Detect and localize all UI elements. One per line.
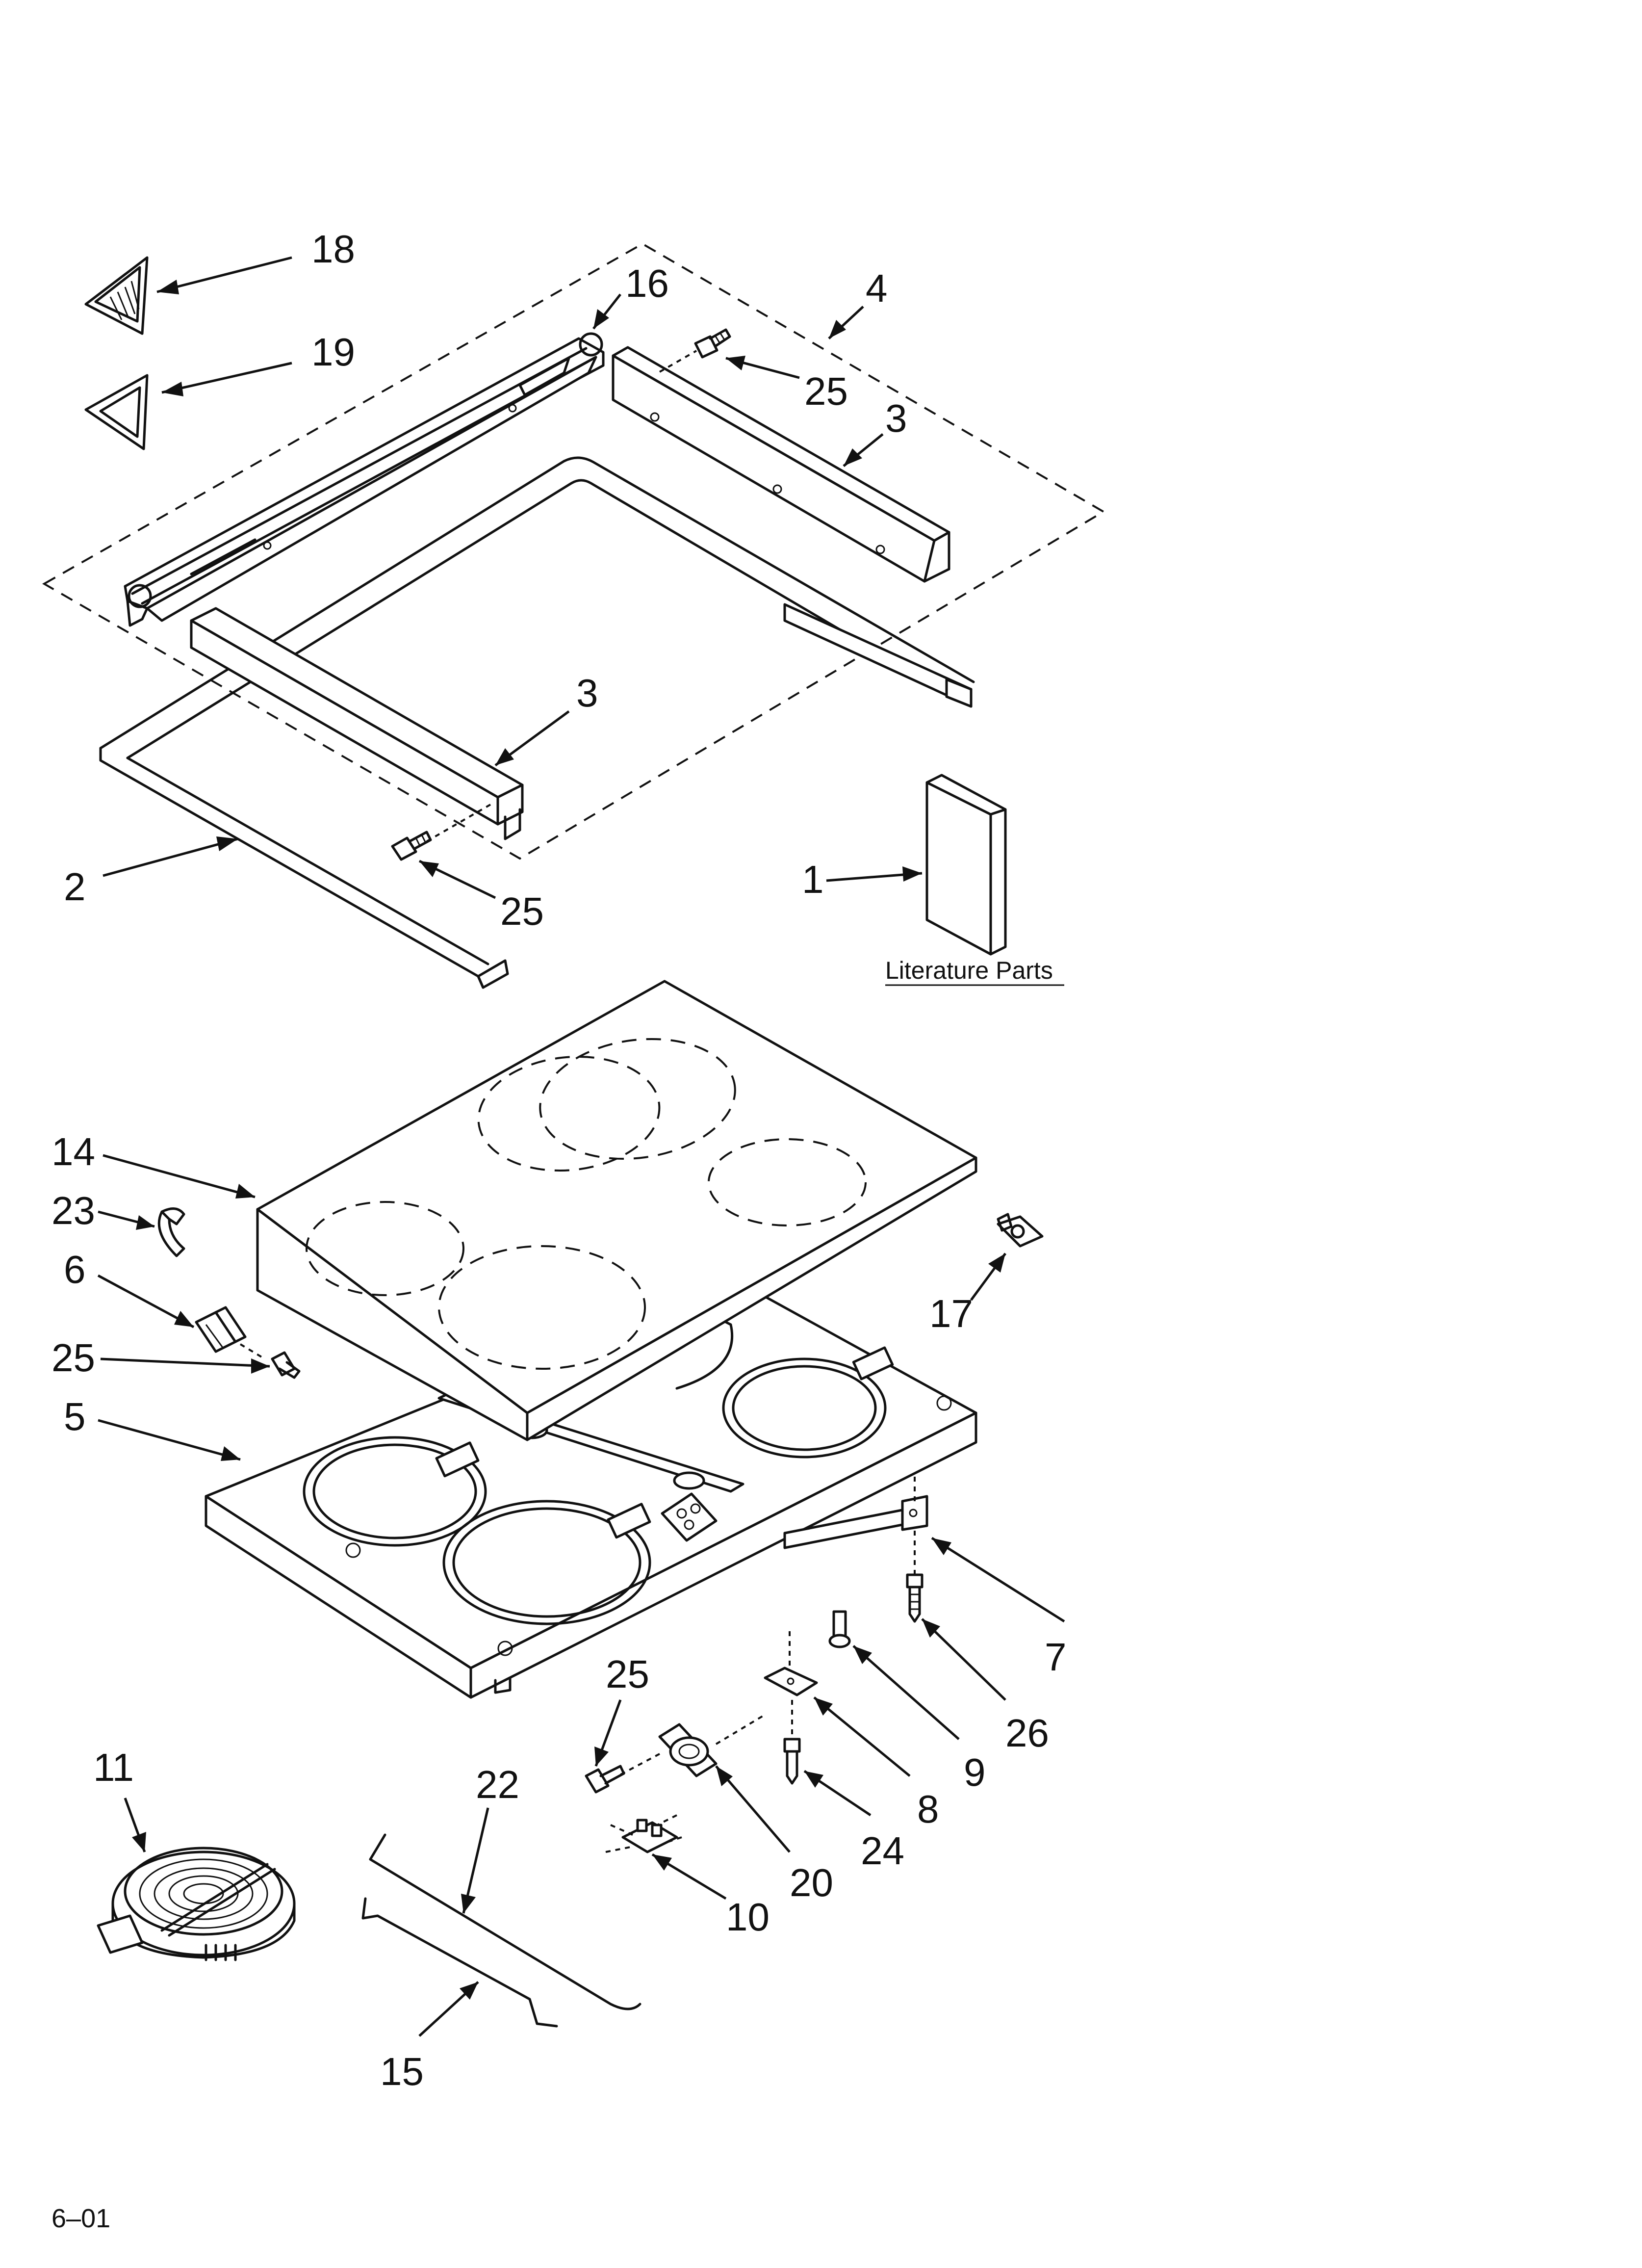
part-3-front-bracket — [190, 603, 973, 840]
part-22-support-rod — [369, 1833, 641, 2010]
part-26-screw — [906, 1573, 924, 1623]
footer-code: 6–01 — [51, 2204, 110, 2233]
part-25-screw-front — [391, 804, 491, 861]
label-8: 8 — [917, 1787, 939, 1831]
literature-parts-caption: Literature Parts — [885, 957, 1053, 984]
label-25-left: 25 — [51, 1336, 95, 1380]
part-14-glass-cooktop — [256, 980, 977, 1441]
label-23: 23 — [51, 1189, 95, 1232]
label-3-front: 3 — [576, 671, 598, 715]
label-19: 19 — [311, 330, 355, 374]
label-15: 15 — [380, 2050, 424, 2093]
part-25-screw-top — [659, 328, 731, 373]
assembly-outline-dashed — [42, 242, 1105, 860]
label-1: 1 — [802, 858, 824, 901]
label-11: 11 — [93, 1746, 134, 1789]
part-1-literature-booklet — [925, 774, 1007, 956]
label-20: 20 — [790, 1861, 833, 1904]
part-18-trim-cap — [84, 256, 149, 335]
part-11-coil-element — [97, 1847, 296, 1961]
part-3-back-bracket — [612, 346, 950, 583]
part-7-bracket — [783, 1477, 928, 1575]
label-14: 14 — [51, 1130, 95, 1173]
label-9: 9 — [964, 1750, 986, 1794]
part-20-switch — [617, 1714, 766, 1777]
part-5-main-top — [205, 1279, 977, 1699]
label-5: 5 — [64, 1395, 86, 1438]
label-17: 17 — [929, 1292, 973, 1335]
label-16: 16 — [625, 261, 669, 305]
part-6-terminal-block — [195, 1306, 266, 1360]
part-19-triangle-gasket — [84, 374, 149, 450]
label-2: 2 — [64, 865, 86, 909]
label-25-top: 25 — [804, 369, 848, 413]
label-4: 4 — [866, 266, 888, 310]
part-8-plate — [764, 1631, 818, 1696]
part-23-clip — [157, 1207, 185, 1257]
label-7: 7 — [1045, 1635, 1067, 1679]
label-22: 22 — [476, 1763, 519, 1806]
part-17-clip-bracket — [997, 1213, 1044, 1248]
part-15-support-rod — [361, 1897, 558, 2028]
part-16-side-trim — [124, 332, 605, 627]
label-6: 6 — [64, 1248, 86, 1291]
label-3-back: 3 — [885, 396, 907, 440]
label-25-lower: 25 — [606, 1652, 649, 1696]
label-25-front: 25 — [500, 889, 544, 933]
part-25-screw-lower — [585, 1765, 625, 1794]
part-25-screw-left — [271, 1351, 301, 1379]
part-9-screw — [828, 1610, 851, 1648]
label-24: 24 — [861, 1829, 904, 1873]
part-2-gasket-frame — [99, 456, 975, 989]
part-10-wiring — [605, 1814, 682, 1853]
label-18: 18 — [311, 227, 355, 271]
label-10: 10 — [726, 1895, 770, 1939]
part-24-screw — [783, 1700, 801, 1785]
callout-arrows — [97, 256, 1065, 2037]
label-26: 26 — [1005, 1711, 1049, 1755]
